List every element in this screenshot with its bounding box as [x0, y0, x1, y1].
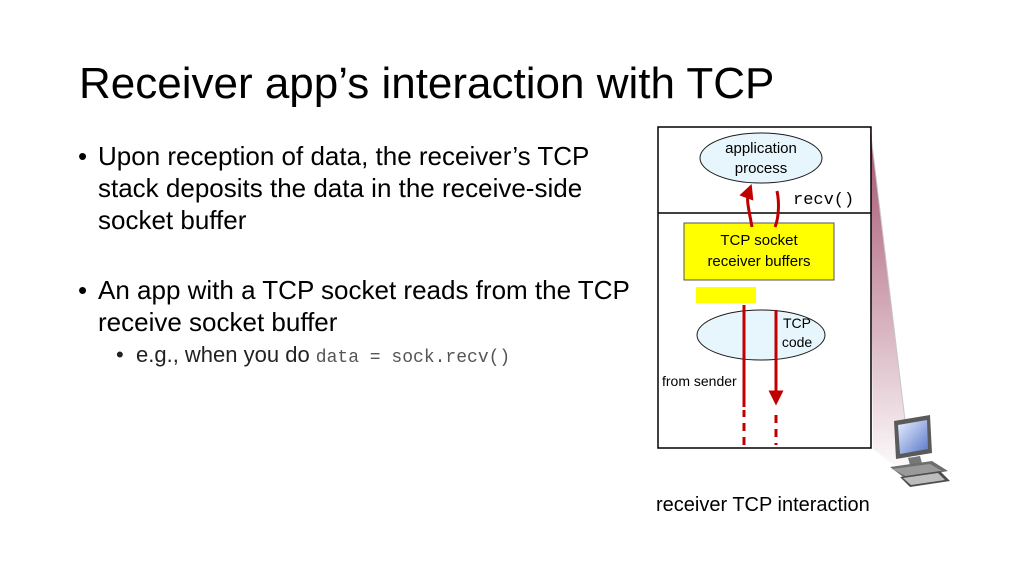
diagram-caption: receiver TCP interaction	[656, 494, 870, 516]
tcp-code-label-line1: TCP	[783, 315, 811, 331]
recv-loop-arrow	[739, 183, 754, 228]
application-process-label-line2: process	[735, 160, 788, 177]
bullet-text: Upon reception of data, the receiver’s T…	[98, 141, 589, 235]
from-sender-label: from sender	[662, 373, 737, 389]
buffer-segment	[696, 287, 756, 303]
bullet-dot: •	[78, 275, 88, 305]
bullet-item: • An app with a TCP socket reads from th…	[78, 274, 638, 338]
socket-receiver-buffers-box	[683, 222, 835, 281]
bullet-text: An app with a TCP socket reads from the …	[98, 275, 630, 337]
recv-call-label: recv()	[793, 191, 854, 210]
tcp-receiver-diagram: application process recv() TCP socket re…	[657, 126, 950, 487]
bullet-dot: •	[116, 342, 124, 367]
socket-buffers-label-line1: TCP socket	[720, 232, 798, 249]
bullet-list: • Upon reception of data, the receiver’s…	[78, 140, 638, 373]
sub-bullet-text: e.g., when you do	[136, 342, 316, 367]
code-snippet: data = sock.recv()	[315, 348, 511, 368]
application-process-label-line1: application	[725, 140, 797, 157]
recv-loop-return	[773, 190, 780, 228]
tcp-code-label-line2: code	[782, 334, 813, 350]
sub-bullet-item: • e.g., when you do data = sock.recv()	[78, 340, 638, 373]
bullet-item: • Upon reception of data, the receiver’s…	[78, 140, 638, 236]
application-process-ellipse	[699, 132, 823, 184]
page-title: Receiver app’s interaction with TCP	[79, 59, 775, 108]
host-box	[657, 126, 872, 449]
bullet-dot: •	[78, 141, 88, 171]
socket-buffers-label-line2: receiver buffers	[707, 253, 810, 270]
tcp-code-ellipse	[696, 309, 826, 361]
desktop-computer-icon	[890, 415, 950, 487]
